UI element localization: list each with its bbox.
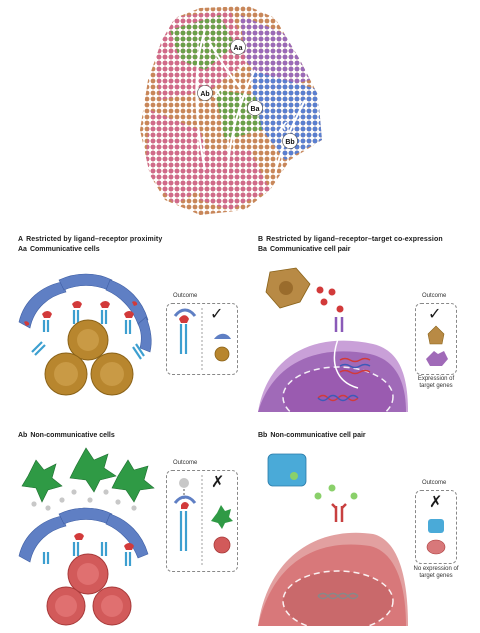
tissue-mark-aa: ✓: [235, 60, 247, 76]
panel-ba-note: Expression of target genes: [417, 376, 455, 389]
svg-text:Ba: Ba: [251, 106, 260, 113]
panel-ba-illustration: [258, 267, 408, 412]
panel-ab-cross-mark: ✗: [211, 474, 225, 491]
svg-text:Aa: Aa: [234, 45, 243, 52]
panel-aa-outcome-box: [166, 303, 238, 375]
panel-aa-illustration: [18, 273, 152, 396]
svg-text:Bb: Bb: [285, 139, 294, 146]
tissue-label-bb: Bb: [282, 133, 298, 149]
tissue-label-ba: Ba: [247, 100, 263, 116]
panel-ba-outcome-label: Outcome: [422, 293, 447, 299]
panel-bb-illustration: [258, 453, 408, 626]
tissue-label-ab: Ab: [197, 85, 213, 101]
tissue-mark-ab: ✗: [212, 85, 224, 101]
panel-ab-outcome-label: Outcome: [173, 460, 198, 466]
panel-bb-outcome-label: Outcome: [422, 480, 447, 486]
panel-ab-illustration: [18, 447, 155, 626]
panel-ba-outcome-box: [415, 303, 457, 375]
panel-aa-outcome-label: Outcome: [173, 293, 198, 299]
gold-cells: [44, 319, 134, 396]
panel-bb-outcome-box: [415, 490, 457, 564]
tissue-section-image: Aa ✓ Ab ✗ Ba ✓ Bb ✗: [140, 6, 322, 215]
panel-ba-check-mark: ✓: [428, 306, 442, 323]
tissue-spots: [140, 6, 322, 215]
panel-bb-note: No expression of target genes: [413, 566, 459, 579]
panel-ab-outcome-box: [166, 470, 238, 572]
tissue-mark-bb: ✗: [277, 119, 289, 135]
panel-aa-check-mark: ✓: [210, 306, 224, 323]
tissue-label-aa: Aa: [230, 39, 246, 55]
panel-bb-cross-mark: ✗: [429, 494, 443, 511]
tissue-mark-ba: ✓: [237, 89, 249, 105]
svg-text:Ab: Ab: [200, 91, 209, 98]
